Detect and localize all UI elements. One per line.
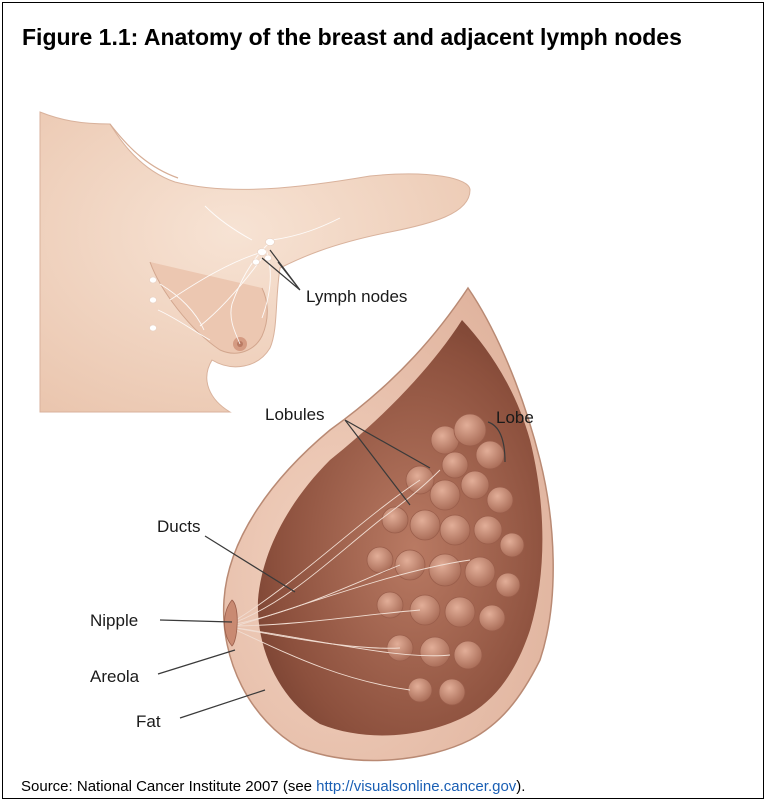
source-suffix: ).: [516, 778, 525, 795]
breast-cross-section: [224, 288, 554, 760]
label-fat: Fat: [136, 712, 161, 731]
label-nipple: Nipple: [90, 611, 138, 630]
source-link[interactable]: http://visualsonline.cancer.gov: [316, 778, 516, 795]
source-prefix: Source: National Cancer Institute 2007 (…: [21, 778, 316, 795]
label-lymph-nodes: Lymph nodes: [306, 287, 407, 306]
label-lobules: Lobules: [265, 405, 325, 424]
source-citation: Source: National Cancer Institute 2007 (…: [21, 778, 525, 795]
label-ducts: Ducts: [157, 517, 200, 536]
label-lobe: Lobe: [496, 408, 534, 427]
label-areola: Areola: [90, 667, 140, 686]
